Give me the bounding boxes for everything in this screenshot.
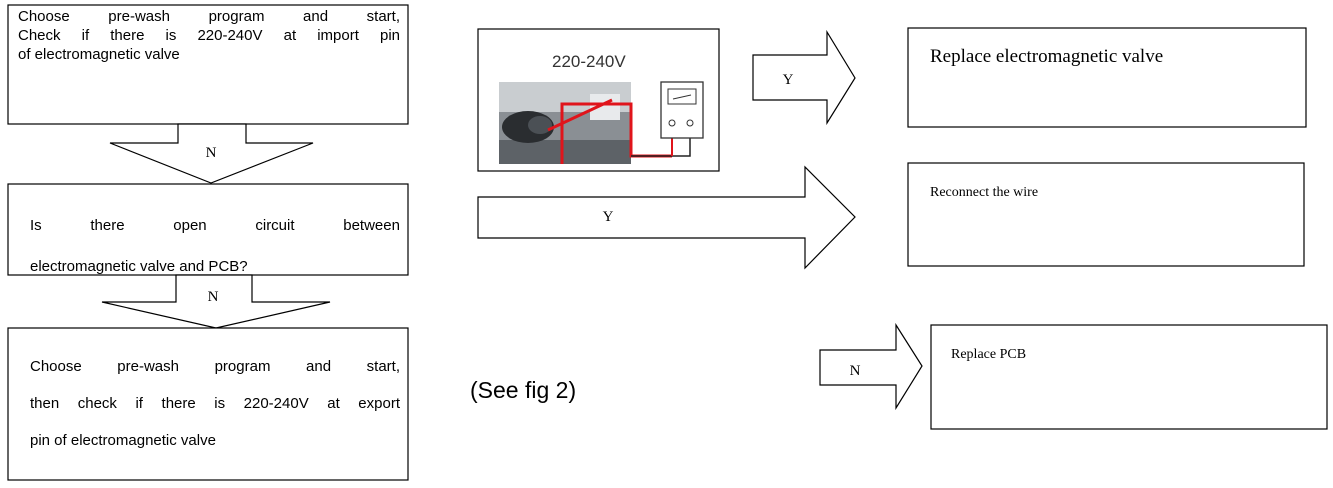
step1-arrow-label: N (206, 145, 217, 161)
result3-text: Replace PCB (951, 347, 1026, 362)
step1-line-3: of electromagnetic valve (18, 46, 180, 63)
result-box-replace-valve (907, 27, 1307, 128)
result-box-reconnect (907, 162, 1305, 267)
arrow-right-yes-2 (477, 165, 856, 270)
arrow-right-no (819, 322, 923, 411)
step2-word-4: circuit (255, 217, 295, 234)
probe-socket-black (686, 119, 694, 127)
step2-word-5: between (343, 217, 400, 234)
arrow2-label: Y (603, 209, 614, 225)
step2-line-1: Is there open circuit between (30, 216, 400, 235)
step1-text: Choose pre-wash program and start, Check… (18, 7, 400, 64)
photo-shadow (499, 140, 631, 164)
probe-wire (547, 98, 613, 132)
measurement-figure: 220-240V (477, 28, 720, 172)
step1-down-arrow (109, 123, 314, 184)
result1-text: Replace electromagnetic valve (930, 46, 1163, 67)
step2-word-1: Is (30, 217, 42, 234)
arrow-right-yes-1 (752, 29, 856, 126)
step3-line-2: then check if there is 220-240V at expor… (30, 395, 400, 412)
black-wire (631, 134, 691, 157)
valve-terminal (528, 116, 552, 134)
step1-line-2: Check if there is 220-240V at import pin (18, 27, 400, 44)
step3-text: Choose pre-wash program and start, then … (30, 348, 400, 459)
step2-word-3: open (173, 217, 207, 234)
meter-voltage-label: 220-240V (552, 52, 626, 71)
step2-down-arrow (101, 274, 331, 329)
step1-line-1: Choose pre-wash program and start, (18, 8, 400, 25)
result-box-replace-pcb (930, 324, 1328, 430)
step1-box (7, 4, 409, 125)
probe-socket-red (668, 119, 676, 127)
step2-word-2: there (90, 217, 125, 234)
step2-line-2: electromagnetic valve and PCB? (30, 258, 248, 275)
step3-line-3: pin of electromagnetic valve (30, 432, 216, 449)
step3-line-1: Choose pre-wash program and start, (30, 358, 400, 375)
arrow3-label: N (850, 363, 861, 379)
step2-arrow-label: N (208, 289, 219, 305)
arrow1-label: Y (783, 72, 794, 88)
result2-text: Reconnect the wire (930, 185, 1038, 200)
see-fig-note: (See fig 2) (470, 377, 576, 403)
step3-box (7, 327, 409, 481)
voltmeter-needle (672, 94, 692, 100)
